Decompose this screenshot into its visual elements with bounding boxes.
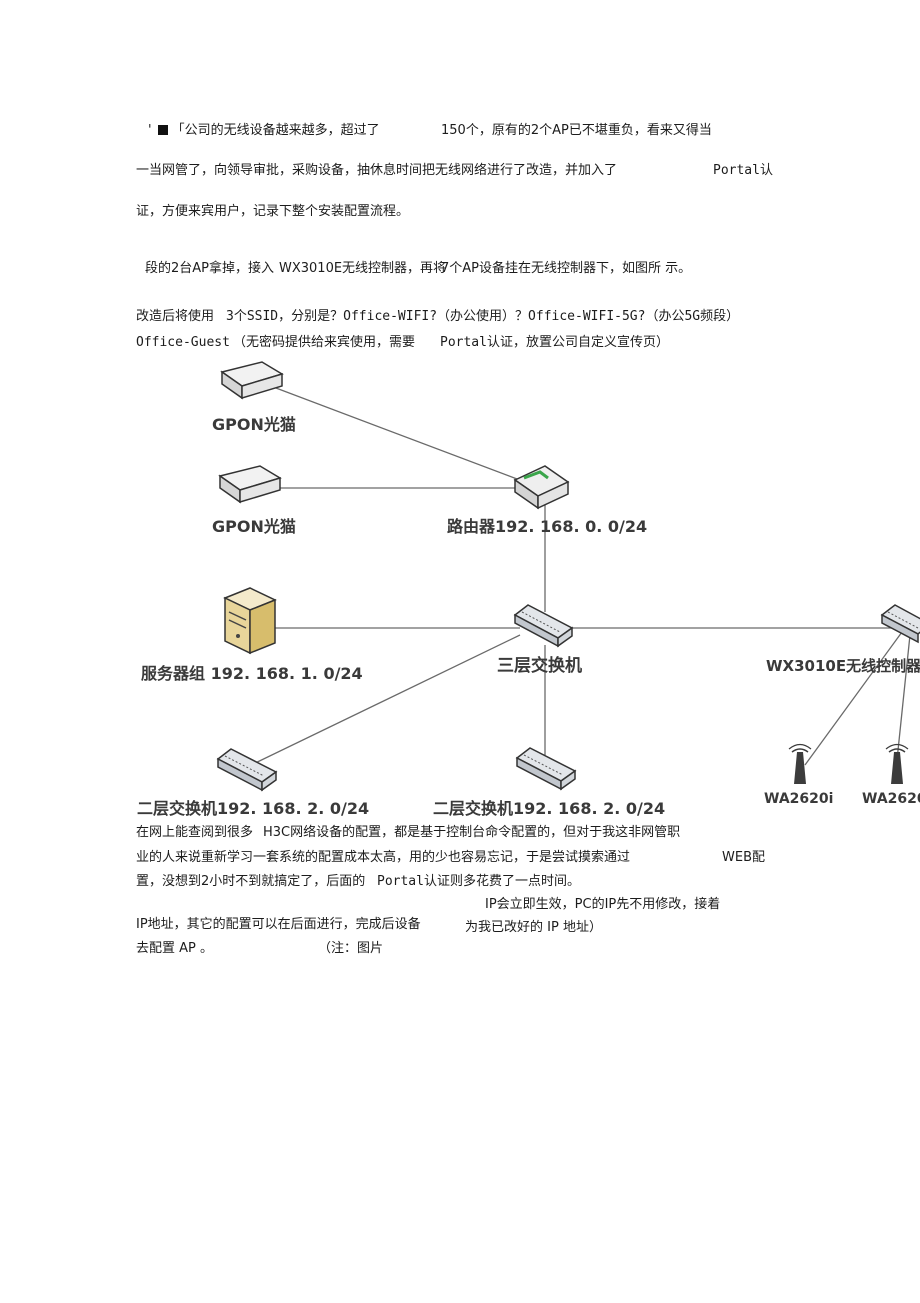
- para11-right-text: 为我已改好的 IP 地址）: [465, 920, 602, 935]
- servers-label: 服务器组 192. 168. 1. 0/24: [141, 664, 363, 683]
- link-controller-ap2: [896, 634, 911, 761]
- para5-text-a: 改造后将使用: [136, 309, 215, 324]
- link-controller-ap1: [804, 631, 903, 766]
- gpon1-label: GPON光猫: [212, 415, 296, 434]
- quote-mark: ': [148, 123, 152, 138]
- para6-text-a: Office-Guest: [136, 335, 230, 350]
- access-point-icon: [885, 743, 909, 784]
- l2-switch-b-label: 二层交换机192. 168. 2. 0/24: [433, 799, 665, 818]
- link-core-l2a: [244, 634, 521, 769]
- para11-left-text: IP地址，其它的配置可以在后面进行，完成后设备: [136, 917, 421, 932]
- network-diagram: GPON光猫 GPON光猫 路由器192. 168. 0. 0/24 服务器组 …: [137, 361, 920, 818]
- gpon-modem-icon: [218, 465, 282, 504]
- para8-text-b: WEB配: [722, 850, 765, 865]
- l2-switch-icon: [515, 747, 577, 791]
- l2-switch-icon: [216, 748, 278, 792]
- para2-text-b: Portal认: [713, 163, 773, 178]
- ap2-label: WA2620: [862, 791, 920, 807]
- router-icon: [513, 465, 570, 510]
- para2-text-a: 一当网管了，向领导审批，采购设备，抽休息时间把无线网络进行了改造，并加入了: [136, 163, 618, 178]
- para4-text-a: 段的2台AP拿掉，接入: [145, 261, 275, 276]
- para5-text-b: 3个SSID，分别是？Office-WIFI?（办公使用）？Office-WIF…: [226, 309, 740, 324]
- controller-label: WX3010E无线控制器: [766, 657, 920, 675]
- para4-text-c: 7个AP设备挂在无线控制器下，如图所 示。: [441, 261, 692, 276]
- para4-text-b: WX3010E无线控制器，再将: [279, 261, 447, 276]
- para9-text-a: 置，没想到2小时不到就搞定了，后面的: [136, 874, 366, 889]
- para10-right-text: IP会立即生效，PC的IP先不用修改，接着: [485, 897, 721, 912]
- square-bullet-icon: [157, 125, 168, 135]
- gpon2-label: GPON光猫: [212, 517, 296, 536]
- para9-text-b: Portal认证则多花费了一点时间。: [377, 874, 580, 889]
- core-switch-icon: [513, 604, 574, 648]
- access-point-icon: [788, 743, 812, 784]
- para6-text-b: （无密码提供给来宾使用，需要: [233, 335, 416, 350]
- wireless-controller-icon: [880, 604, 920, 644]
- link-gpon1-router: [267, 384, 526, 483]
- core-switch-label: 三层交换机: [497, 655, 582, 676]
- para3-text: 证，方便来宾用户，记录下整个安装配置流程。: [136, 204, 410, 219]
- para1-line1: ' 「公司的无线设备越来越多，超过了: [148, 123, 380, 139]
- para7-text-a: 在网上能查阅到很多: [136, 825, 254, 840]
- para1-text-b: 150个，原有的2个AP已不堪重负，看来又得当: [441, 123, 712, 138]
- para7-text-b: H3C网络设备的配置，都是基于控制台命令配置的，但对于我这非网管职: [263, 825, 681, 840]
- para8-text-a: 业的人来说重新学习一套系统的配置成本太高，用的少也容易忘记，于是尝试摸索通过: [136, 850, 631, 865]
- para12-left-text: 去配置 AP 。: [136, 941, 213, 956]
- gpon-modem-icon: [220, 361, 284, 400]
- ap1-label: WA2620i: [764, 791, 833, 807]
- para12-right-text: （注：图片: [318, 941, 384, 956]
- router-label: 路由器192. 168. 0. 0/24: [447, 517, 647, 536]
- server-icon: [223, 587, 277, 655]
- para6-text-c: Portal认证，放置公司自定义宣传页）: [440, 335, 669, 350]
- para1-text-a: 「公司的无线设备越来越多，超过了: [171, 123, 380, 138]
- l2-switch-a-label: 二层交换机192. 168. 2. 0/24: [137, 799, 369, 818]
